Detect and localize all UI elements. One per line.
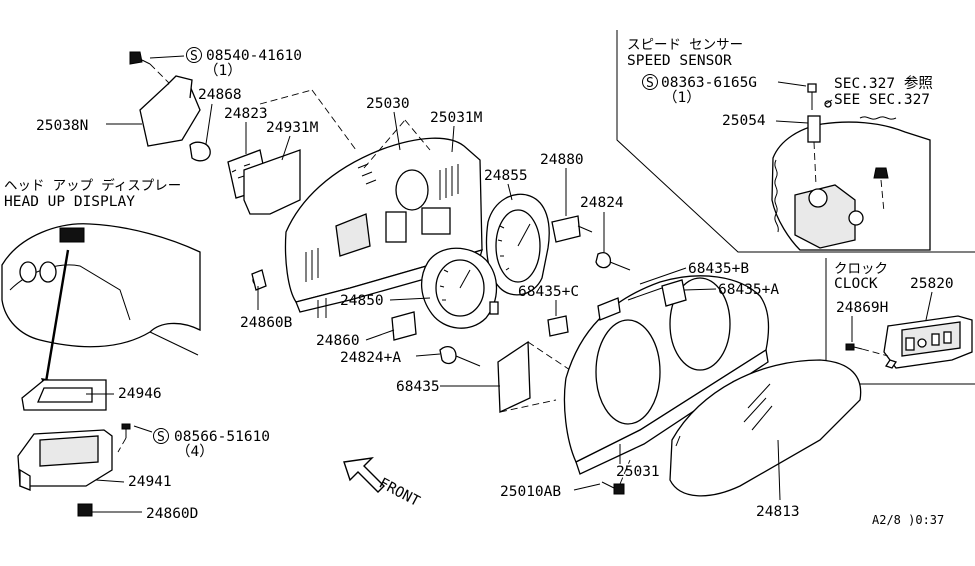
speed-sensor-drawing xyxy=(771,83,931,251)
screw-symbol-icon xyxy=(153,428,169,444)
part-24860B: 24860B xyxy=(240,315,293,331)
part-68435-plus-b: 68435+B xyxy=(688,261,749,277)
screw-1-part: 08540-41610 xyxy=(206,48,302,64)
front-arrow-icon xyxy=(343,457,385,493)
part-68435-plus-a: 68435+A xyxy=(718,282,779,298)
see-section-en: SEE SEC.327 xyxy=(834,92,930,108)
front-arrow: FRONT xyxy=(343,457,422,510)
part-24860D: 24860D xyxy=(146,506,198,522)
clock-jp-label: クロック xyxy=(834,261,888,277)
part-24941: 24941 xyxy=(128,474,172,490)
bracket-group-drawing xyxy=(129,51,301,291)
speed-sensor-bolt-qty: （1） xyxy=(663,89,701,106)
part-24946: 24946 xyxy=(118,386,162,402)
part-25010AB: 25010AB xyxy=(500,484,561,500)
screw-symbol-icon xyxy=(642,74,658,90)
speed-sensor-part: 25054 xyxy=(722,113,766,129)
cluster-housing-texts: 25030 25031M xyxy=(366,96,483,153)
lens-drawing xyxy=(669,359,862,497)
svg-text:S: S xyxy=(190,49,198,64)
part-24823: 24823 xyxy=(224,106,268,122)
part-24813: 24813 xyxy=(756,504,800,520)
front-cover-texts: 68435+B 68435+A 25031 25010AB xyxy=(500,261,779,500)
part-25038N: 25038N xyxy=(36,118,88,134)
part-25031M: 25031M xyxy=(430,110,483,126)
screw-2-qty: （4） xyxy=(176,443,214,460)
screw-2-part: 08566-51610 xyxy=(174,429,270,445)
part-25030: 25030 xyxy=(366,96,410,112)
hud-en-label: HEAD UP DISPLAY xyxy=(4,194,135,210)
clock-drawing xyxy=(845,315,973,369)
head-up-display-drawing xyxy=(1,223,201,517)
part-24824-plus-a: 24824+A xyxy=(340,350,401,366)
clock-part: 25820 xyxy=(910,276,954,292)
part-24931M: 24931M xyxy=(266,120,319,136)
part-24868: 24868 xyxy=(198,87,242,103)
svg-text:S: S xyxy=(157,430,165,445)
part-68435: 68435 xyxy=(396,379,440,395)
screw-1-qty: （1） xyxy=(204,62,242,79)
part-24855: 24855 xyxy=(484,168,528,184)
lens-texts: 24813 xyxy=(756,439,800,520)
speed-sensor-panel xyxy=(616,30,975,253)
part-24880: 24880 xyxy=(540,152,584,168)
svg-text:S: S xyxy=(646,76,654,91)
speed-sensor-texts: スピード センサー SPEED SENSOR S 08363-6165G （1）… xyxy=(627,37,933,129)
part-68435-plus-c: 68435+C xyxy=(518,284,579,300)
part-24860: 24860 xyxy=(316,333,360,349)
clock-en-label: CLOCK xyxy=(834,276,878,292)
clock-texts: クロック CLOCK 25820 24869H xyxy=(834,261,954,342)
speed-sensor-en-label: SPEED SENSOR xyxy=(627,53,732,69)
hud-jp-label: ヘッド アップ ディスプレー xyxy=(4,177,181,194)
diagram-code: A2/8 )0:37 xyxy=(872,513,944,527)
clock-screw-part: 24869H xyxy=(836,300,888,316)
part-25031: 25031 xyxy=(616,464,660,480)
bracket-group-texts: S 08540-41610 （1） 25038N 24868 24823 249… xyxy=(36,47,357,331)
see-section-jp: SEC.327 参照 xyxy=(834,75,933,92)
head-up-display-texts: ヘッド アップ ディスプレー HEAD UP DISPLAY 24946 S 0… xyxy=(4,177,270,522)
front-label: FRONT xyxy=(376,475,422,510)
speed-sensor-jp-label: スピード センサー xyxy=(627,37,743,53)
screw-symbol-icon xyxy=(186,47,202,63)
part-24850: 24850 xyxy=(340,293,384,309)
speed-sensor-bolt-part: 08363-6165G xyxy=(661,75,757,91)
gauges-texts: 24855 24880 24824 24850 24860 24824+A 68… xyxy=(316,152,624,395)
part-24824: 24824 xyxy=(580,195,624,211)
gauges-drawing xyxy=(391,193,631,414)
front-cover-drawing xyxy=(563,275,770,495)
